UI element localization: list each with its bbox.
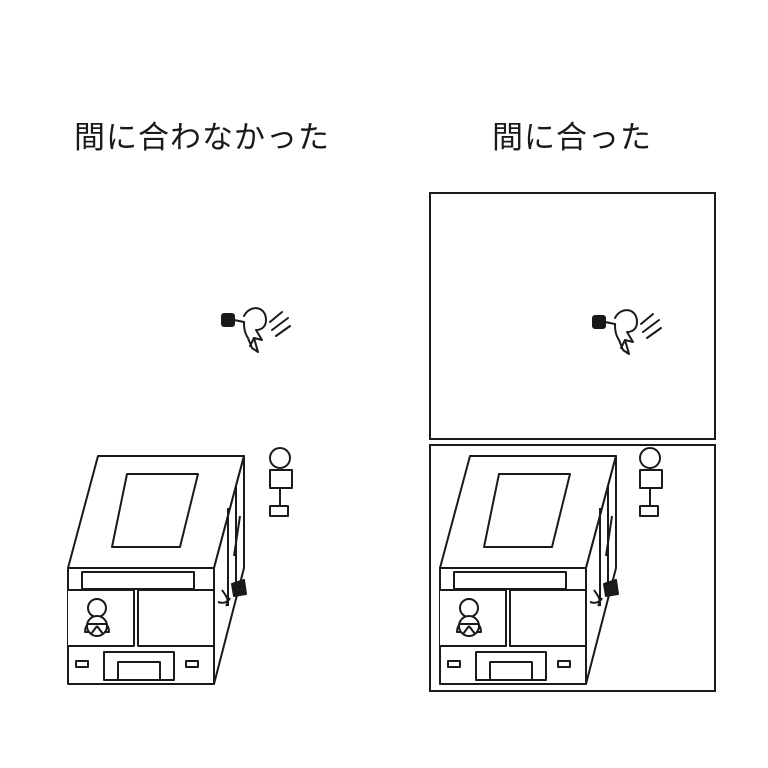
heading-missed: 間に合わなかった <box>74 120 330 156</box>
right-scene <box>429 192 716 692</box>
panel-bottom <box>429 444 716 692</box>
heading-made-it: 間に合った <box>492 120 652 156</box>
panel-top <box>429 192 716 440</box>
left-scene <box>67 307 293 685</box>
